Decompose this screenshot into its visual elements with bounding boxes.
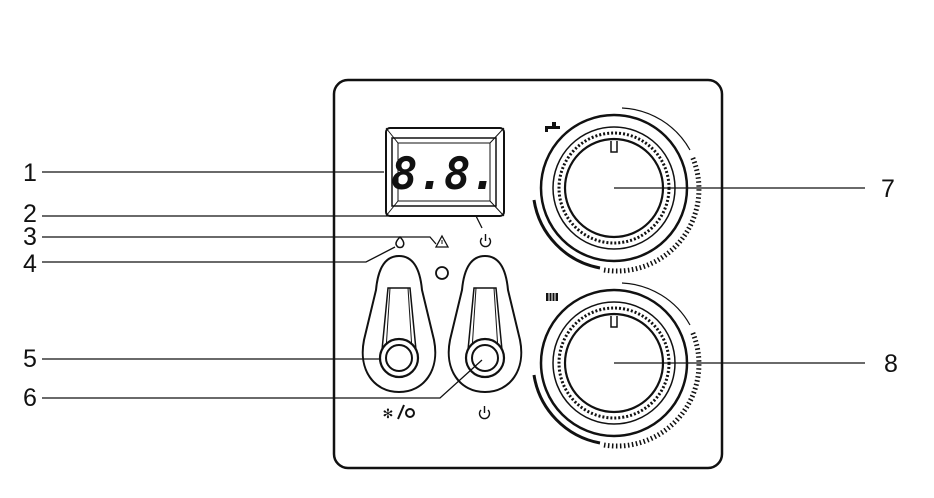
callout-7: 7 [881,175,895,203]
svg-text:✻: ✻ [383,407,394,422]
heating-scale [532,282,702,449]
fault-indicator [435,266,449,280]
leader-lines [42,171,865,399]
leader-line-3 [42,236,437,245]
callout-5: 5 [23,345,37,373]
warning-icon [434,234,450,248]
callout-1: 1 [23,159,37,187]
callout-2: 2 [23,200,37,228]
digital-display: 8.8. [385,127,505,217]
power-icon [479,234,492,248]
callout-4: 4 [23,250,37,278]
leader-line-6 [42,359,483,399]
power-switch[interactable] [447,254,523,394]
leader-line-2 [42,215,483,229]
leader-line-4 [42,246,396,263]
display-readout: 8.8. [391,149,497,200]
callout-3: 3 [23,223,37,251]
callout-8: 8 [884,350,898,378]
flame-icon [395,235,405,249]
callout-6: 6 [23,384,37,412]
hot-water-scale [532,107,702,274]
snowflake-off-icon: ✻ [383,404,415,422]
radiator-icon [546,293,558,301]
mode-switch[interactable] [361,254,437,394]
power-icon [478,406,491,420]
tap-icon [545,122,560,132]
